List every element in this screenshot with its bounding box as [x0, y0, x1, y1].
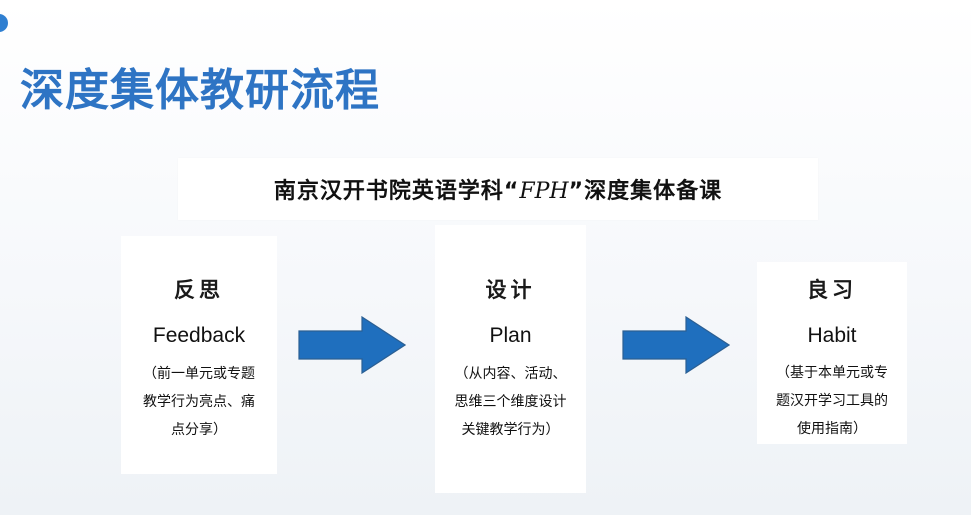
- step-description-line: 思维三个维度设计: [454, 394, 567, 410]
- step-description: （前一单元或专题 教学行为亮点、痛 点分享）: [121, 360, 277, 444]
- step-description-line: （基于本单元或专: [776, 365, 888, 381]
- step-description: （基于本单元或专 题汉开学习工具的 使用指南）: [757, 359, 907, 443]
- banner: 南京汉开书院英语学科“FPH”深度集体备课: [178, 158, 818, 220]
- decorative-dot: [0, 14, 8, 32]
- banner-suffix: ”深度集体备课: [568, 179, 723, 204]
- slide-title: 深度集体教研流程: [20, 65, 380, 116]
- right-arrow-icon: [622, 316, 730, 374]
- step-description: （从内容、活动、 思维三个维度设计 关键教学行为）: [435, 360, 586, 444]
- banner-text: 南京汉开书院英语学科“FPH”深度集体备课: [274, 173, 722, 205]
- step-heading: 反思: [174, 278, 224, 302]
- step-subheading: Plan: [489, 324, 532, 347]
- step-heading: 良习: [807, 278, 857, 302]
- step-heading: 设计: [485, 278, 536, 302]
- step-description-line: 关键教学行为）: [461, 422, 560, 438]
- step-description-line: 教学行为亮点、痛: [143, 394, 255, 410]
- banner-fph: FPH: [519, 179, 569, 204]
- right-arrow-icon: [298, 316, 406, 374]
- step-description-line: 点分享）: [171, 422, 227, 438]
- step-card-habit: 良习 Habit （基于本单元或专 题汉开学习工具的 使用指南）: [757, 262, 907, 444]
- banner-prefix: 南京汉开书院英语学科“: [273, 179, 520, 204]
- step-description-line: （前一单元或专题: [143, 366, 255, 382]
- step-card-feedback: 反思 Feedback （前一单元或专题 教学行为亮点、痛 点分享）: [121, 236, 277, 474]
- step-card-plan: 设计 Plan （从内容、活动、 思维三个维度设计 关键教学行为）: [435, 225, 586, 493]
- step-description-line: （从内容、活动、: [454, 366, 567, 382]
- step-description-line: 使用指南）: [797, 421, 867, 437]
- step-subheading: Feedback: [152, 324, 246, 347]
- step-subheading: Habit: [807, 324, 857, 347]
- step-description-line: 题汉开学习工具的: [776, 393, 888, 409]
